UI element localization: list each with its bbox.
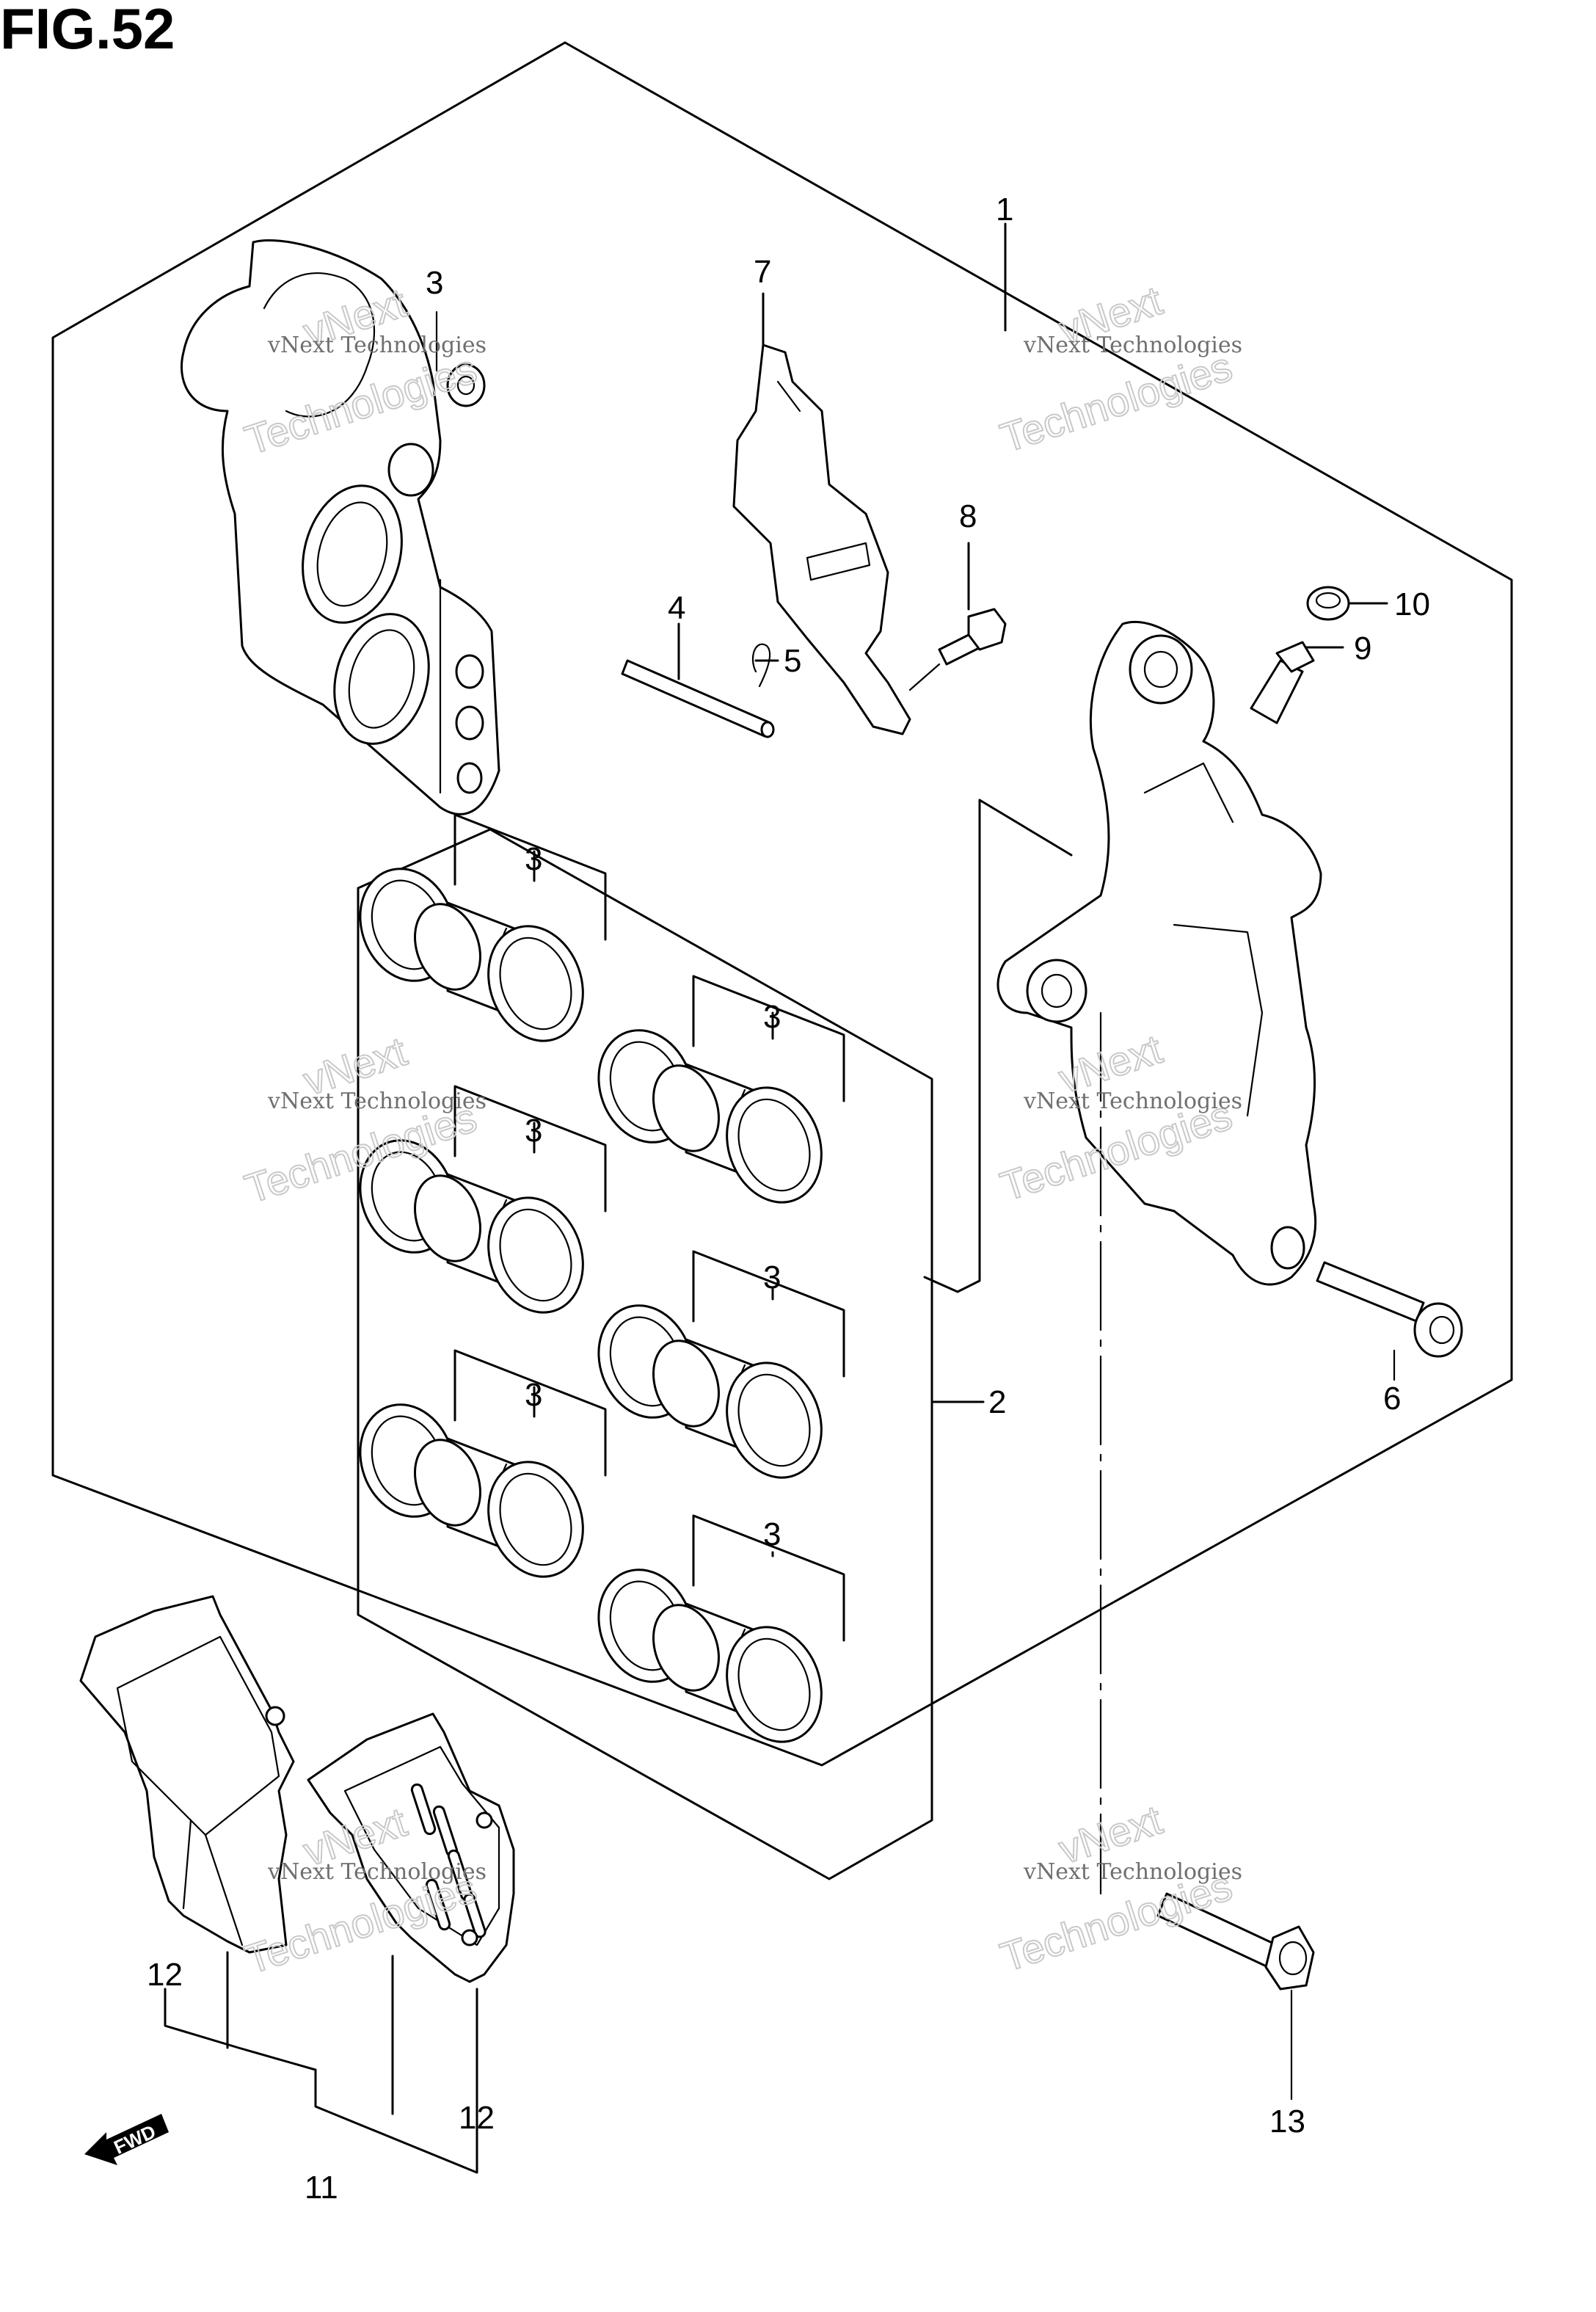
watermark-top-right: vNext Technologies vNext Technologies [994, 276, 1242, 462]
piston-seal-sets: 3 3 3 3 3 3 [359, 813, 845, 1743]
pad-leader-11 [314, 2068, 478, 2174]
bolt-13 [1156, 1892, 1315, 2101]
bleeder-9 [1250, 641, 1315, 724]
callout-3-seal-set-f: 3 [763, 1516, 781, 1552]
callout-13: 13 [1269, 2104, 1305, 2140]
callout-10: 10 [1394, 586, 1430, 622]
callout-8: 8 [959, 498, 977, 534]
seal-set-b: 3 [597, 975, 845, 1204]
callout-11: 11 [305, 2170, 338, 2206]
pad-leader-12-left [164, 1988, 317, 2071]
callout-2: 2 [988, 1384, 1006, 1420]
fwd-arrow-icon: FWD [84, 2114, 169, 2165]
svg-text:vNext Technologies: vNext Technologies [1023, 332, 1242, 358]
callout-3-seal-set-c: 3 [525, 1113, 542, 1149]
callout-3-seal-set-e: 3 [525, 1377, 542, 1413]
caliper-right-half [996, 620, 1322, 1286]
assembly-1-outline [51, 41, 1513, 1767]
callout-3-seal-set-b: 3 [763, 999, 781, 1035]
callout-6: 6 [1383, 1381, 1401, 1417]
seal-set-e: 3 [359, 1349, 607, 1578]
bracket-7 [732, 343, 911, 735]
svg-text:vNext Technologies: vNext Technologies [1023, 1859, 1242, 1885]
cap-10 [1306, 586, 1350, 621]
svg-text:vNext Technologies: vNext Technologies [267, 1088, 487, 1114]
bolt-8 [908, 608, 1007, 691]
svg-text:vNext Technologies: vNext Technologies [267, 332, 487, 358]
seal-kit-2-outline [357, 828, 933, 1880]
seal-set-a: 3 [359, 813, 607, 1042]
callout-12-right: 12 [459, 2100, 495, 2136]
brake-pad-right [307, 1712, 515, 1983]
watermark-bottom-right: vNext Technologies vNext Technologies [994, 1795, 1242, 1981]
pin-4 [621, 659, 775, 738]
clip-5 [752, 643, 771, 688]
svg-text:FWD: FWD [110, 2120, 158, 2159]
nut-3-top [435, 310, 486, 407]
callout-5: 5 [784, 643, 801, 679]
callout-9: 9 [1354, 630, 1371, 666]
seal-set-c: 3 [359, 1085, 607, 1314]
link-line-caliper [923, 799, 1073, 1293]
callout-7: 7 [754, 254, 771, 290]
callout-3-top: 3 [426, 265, 443, 301]
svg-text:vNext Technologies: vNext Technologies [267, 1859, 487, 1885]
brake-pad-left [79, 1595, 295, 1954]
svg-text:vNext Technologies: vNext Technologies [1023, 1088, 1242, 1114]
callout-12-left: 12 [147, 1957, 183, 1993]
svg-text:Technologies: Technologies [995, 343, 1237, 461]
callout-3-seal-set-a: 3 [525, 841, 542, 877]
figure-title: FIG.52 [0, 0, 175, 61]
caliper-left-half [181, 239, 500, 815]
seal-set-d: 3 [597, 1250, 845, 1479]
callout-4: 4 [668, 590, 685, 626]
callout-3-seal-set-d: 3 [763, 1259, 781, 1295]
seal-set-f: 3 [597, 1514, 845, 1743]
bolt-6 [1316, 1261, 1463, 1381]
callout-1: 1 [996, 192, 1013, 228]
